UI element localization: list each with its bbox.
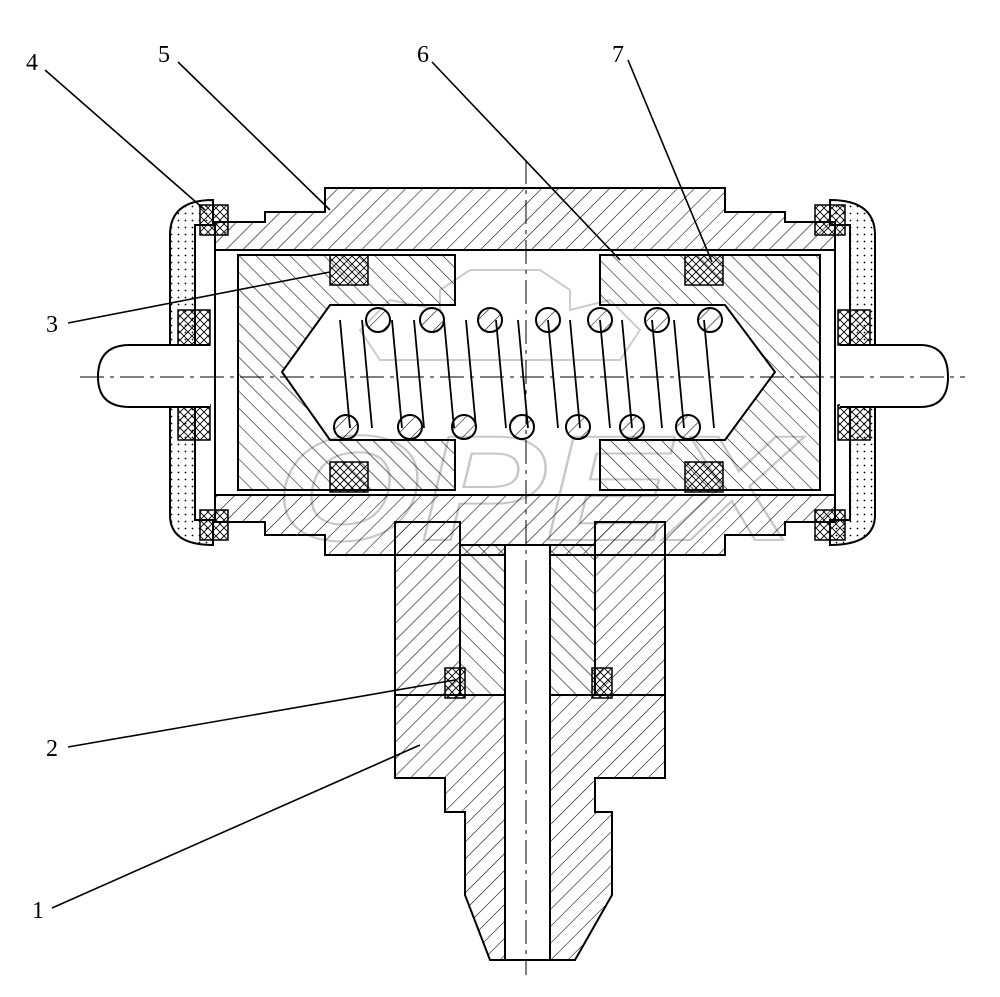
- right-piston: [599, 254, 821, 491]
- housing-body: [214, 187, 836, 556]
- leader-lines: [44, 59, 713, 909]
- pins: [96, 344, 950, 408]
- left-piston: [237, 254, 456, 491]
- callout-2: 2: [46, 736, 58, 762]
- fitting: [394, 521, 666, 961]
- callout-1: 1: [32, 898, 44, 924]
- callout-3: 3: [46, 312, 58, 338]
- callout-labels: 1 2 3 4 5 6 7: [26, 42, 624, 924]
- seal-rings: [329, 254, 724, 493]
- callout-5: 5: [158, 42, 170, 68]
- callout-7: 7: [612, 42, 624, 68]
- spring: [333, 307, 723, 440]
- callout-6: 6: [417, 42, 429, 68]
- callout-4: 4: [26, 50, 38, 76]
- centre-lines: [80, 160, 965, 975]
